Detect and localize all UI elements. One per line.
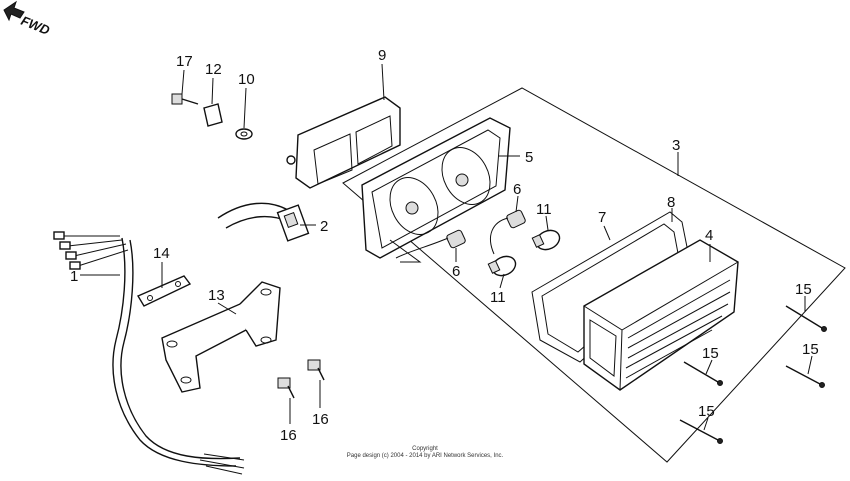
fwd-arrow-icon — [3, 0, 25, 22]
callout-mounting-gasket: 9 — [378, 47, 386, 64]
screw-mid-left — [683, 361, 723, 386]
socket-lower — [395, 229, 466, 259]
callout-screw-top: 15 — [795, 281, 812, 298]
washer — [235, 128, 253, 140]
socket-upper — [490, 209, 526, 255]
callout-bulb-upper: 11 — [536, 201, 552, 218]
bolt-top — [171, 93, 199, 105]
copyright-label: Copyright — [412, 446, 438, 452]
callout-bulb-lower: 11 — [490, 289, 506, 306]
bulb-lower — [487, 255, 517, 277]
callout-screw-bottom: 15 — [698, 403, 715, 420]
fwd-label: FWD — [19, 13, 53, 38]
screw-mid-right — [785, 365, 825, 388]
base-reflector — [361, 117, 511, 263]
collar — [203, 103, 223, 127]
callout-bolt-left: 16 — [280, 427, 297, 444]
callout-socket-assembly: 2 — [320, 218, 328, 235]
screw-bottom — [679, 419, 723, 444]
callout-collar: 12 — [205, 61, 222, 78]
bulb-upper — [531, 229, 561, 251]
copyright-notice: Page design (c) 2004 - 2014 by ARI Netwo… — [347, 453, 504, 459]
callout-bolt-top: 17 — [176, 53, 193, 70]
callout-harness: 1 — [70, 268, 78, 285]
mounting-gasket — [286, 96, 401, 189]
callout-lens: 4 — [705, 227, 713, 244]
plate — [136, 275, 192, 307]
callout-screw-mid-left: 15 — [702, 345, 719, 362]
callout-base-reflector: 5 — [525, 149, 533, 166]
callout-bolt-right: 16 — [312, 411, 329, 428]
callout-taillight-assembly: 3 — [672, 137, 680, 154]
callout-gasket-inner: 7 — [598, 209, 606, 226]
wire-harness — [53, 231, 245, 475]
callout-bracket: 13 — [208, 287, 225, 304]
callout-socket-upper: 6 — [513, 181, 521, 198]
socket-assembly — [217, 202, 310, 242]
leader-lines — [80, 63, 813, 431]
callout-screw-mid-right: 15 — [802, 341, 819, 358]
screw-top — [785, 305, 827, 332]
bracket — [161, 281, 281, 393]
bolt-right — [307, 359, 325, 381]
lens — [583, 239, 739, 391]
assembly-outline — [342, 87, 846, 463]
callout-gasket-outer: 8 — [667, 194, 675, 211]
callout-socket-lower: 6 — [452, 263, 460, 280]
callout-washer: 10 — [238, 71, 255, 88]
callout-plate: 14 — [153, 245, 170, 262]
bolt-left — [277, 377, 295, 399]
